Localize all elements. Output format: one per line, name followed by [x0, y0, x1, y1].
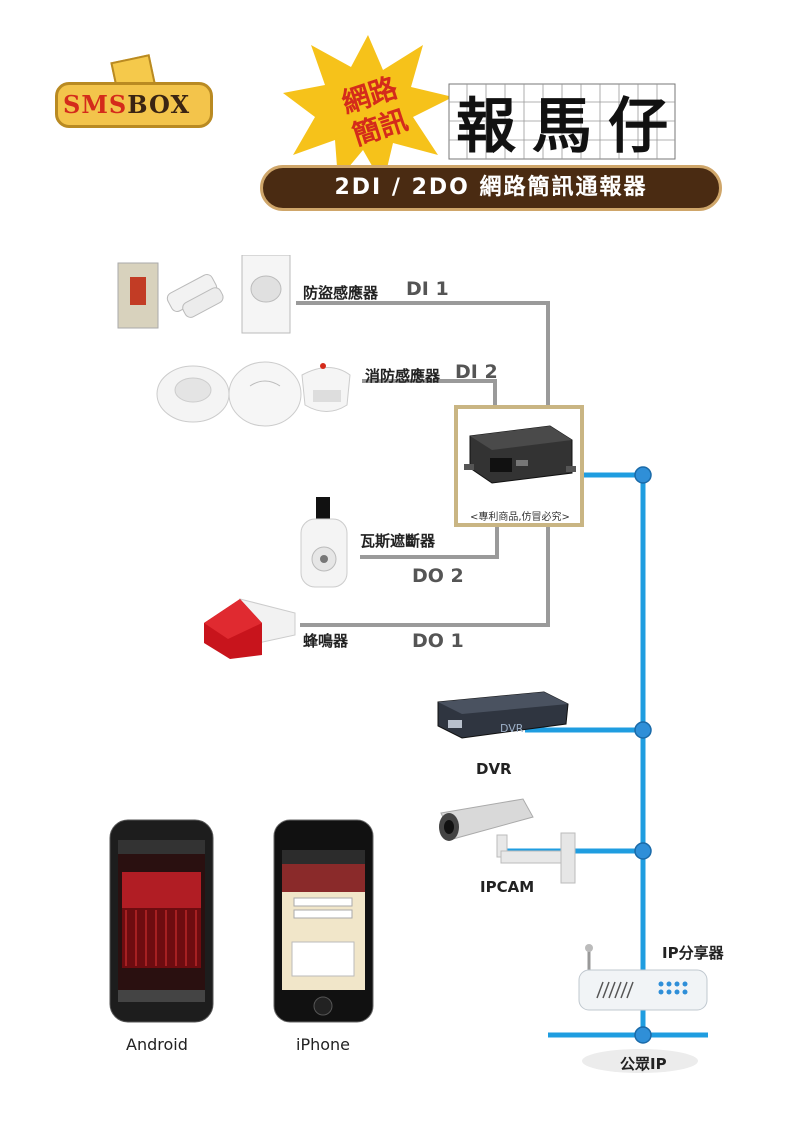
router-icon — [578, 944, 708, 1011]
port-di2: DI 2 — [455, 361, 498, 383]
dvr-icon: DVR — [437, 691, 569, 739]
router-label: IP分享器 — [662, 944, 724, 962]
brand-char-1: 報 — [456, 92, 516, 162]
ipcam-label: IPCAM — [480, 878, 535, 896]
android-label: Android — [126, 1035, 188, 1054]
iphone-label: iPhone — [296, 1035, 351, 1054]
logo-text: SMSBOX — [63, 90, 190, 119]
logo-box: BOX — [127, 90, 191, 119]
title-banner — [260, 165, 722, 211]
do2-line — [360, 527, 499, 559]
fire-sensors-icon — [156, 361, 351, 427]
gas-label: 瓦斯遮斷器 — [360, 532, 436, 550]
logo-sms: SMS — [63, 90, 128, 119]
brand-title: 報 馬 仔 — [448, 83, 676, 162]
brand-char-3: 仔 — [608, 92, 668, 162]
do1-line — [300, 527, 550, 627]
network-node — [634, 1026, 652, 1044]
dvr-label: DVR — [476, 760, 512, 778]
burglar-sensors-icon — [117, 255, 291, 334]
controller-device-icon — [464, 425, 576, 484]
banner-title: 2DI / 2DO 網路簡訊通報器 — [334, 175, 648, 200]
network-node — [634, 842, 652, 860]
android-phone-icon — [109, 819, 214, 1023]
gas-shutoff-icon — [300, 497, 348, 588]
public-ip-shadow — [582, 1049, 698, 1073]
logo-badge — [55, 82, 213, 128]
brand-char-2: 馬 — [532, 92, 592, 162]
di2-line — [362, 379, 497, 405]
iphone-icon — [273, 819, 374, 1023]
port-di1: DI 1 — [406, 278, 449, 300]
brand-grid — [448, 83, 676, 160]
network-node — [634, 466, 652, 484]
starburst-icon — [283, 35, 453, 185]
di1-line — [296, 301, 550, 405]
port-do1: DO 1 — [412, 630, 464, 652]
burglar-label: 防盜感應器 — [303, 284, 379, 302]
buzzer-label: 蜂鳴器 — [303, 632, 349, 650]
public-ip-label: 公眾IP — [620, 1055, 667, 1073]
smsbox-logo: SMSBOX — [55, 52, 215, 132]
ipcam-icon — [439, 798, 576, 884]
fire-label: 消防感應器 — [365, 367, 441, 385]
network-node — [634, 721, 652, 739]
patent-note: <專利商品,仿冒必究> — [470, 512, 570, 523]
dvr-screen-text: DVR — [500, 722, 524, 735]
buzzer-icon — [204, 598, 296, 659]
port-do2: DO 2 — [412, 565, 464, 587]
